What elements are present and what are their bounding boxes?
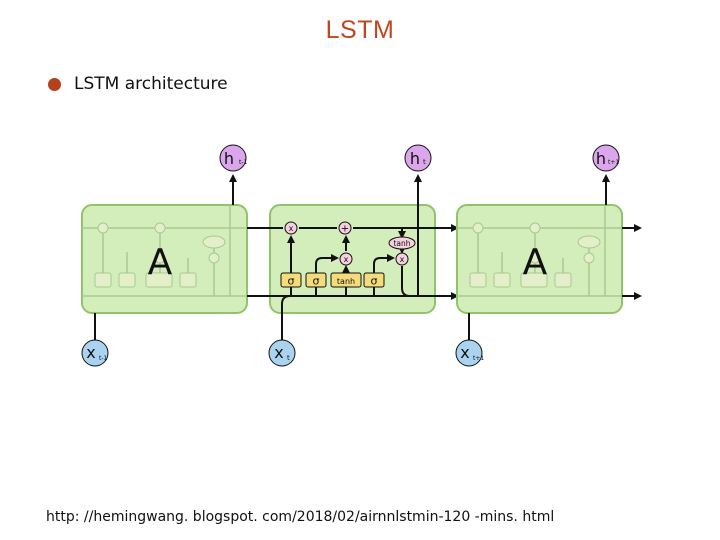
lstm-cell-left: A <box>81 204 248 314</box>
svg-text:tanh: tanh <box>337 277 355 286</box>
gate-output: σ <box>363 272 385 288</box>
svg-text:x: x <box>289 224 294 233</box>
input-node-x-current: x t <box>268 339 296 367</box>
svg-text:t: t <box>423 158 426 166</box>
gate-input: σ <box>305 272 327 288</box>
output-node-h-next: h t+1 <box>592 144 620 172</box>
svg-text:h: h <box>410 149 420 168</box>
svg-text:h: h <box>596 149 606 168</box>
svg-text:x: x <box>86 343 95 362</box>
source-link[interactable]: http: //hemingwang. blogspot. com/2018/0… <box>46 509 555 525</box>
svg-text:t-1: t-1 <box>99 355 108 362</box>
svg-text:t: t <box>287 354 290 362</box>
op-add: + <box>338 221 352 235</box>
lstm-cell-right: A <box>456 204 642 314</box>
svg-text:σ: σ <box>371 275 378 288</box>
gate-candidate: tanh <box>330 272 362 288</box>
bullet-item: LSTM architecture <box>48 74 228 94</box>
svg-text:t+1: t+1 <box>473 355 484 362</box>
output-node-h-current: h t <box>404 144 432 172</box>
output-node-h-prev: h t-1 <box>219 144 248 172</box>
lstm-cell-middle: σ σ tanh σ x + x tanh <box>247 174 459 342</box>
op-input-mult: x <box>339 252 353 266</box>
faded-gates-left <box>94 222 226 288</box>
svg-text:x: x <box>400 255 405 264</box>
svg-text:x: x <box>344 255 349 264</box>
bullet-text: LSTM architecture <box>74 74 228 94</box>
svg-text:σ: σ <box>288 275 295 288</box>
cell-label-right: A <box>523 242 548 283</box>
slide-title: LSTM <box>325 16 395 44</box>
op-output-mult: x <box>395 252 409 266</box>
op-tanh: tanh <box>388 236 416 250</box>
input-node-x-next: x t+1 <box>455 339 484 367</box>
svg-text:h: h <box>224 149 234 168</box>
input-node-x-prev: x t-1 <box>81 339 109 367</box>
svg-text:x: x <box>460 343 469 362</box>
svg-text:t+1: t+1 <box>608 159 619 166</box>
svg-text:x: x <box>274 343 283 362</box>
svg-text:tanh: tanh <box>393 239 410 248</box>
svg-text:+: + <box>341 224 349 235</box>
op-forget-mult: x <box>284 221 298 235</box>
cell-label-left: A <box>148 242 173 283</box>
gate-forget: σ <box>280 272 302 288</box>
svg-text:t-1: t-1 <box>239 159 248 166</box>
svg-text:σ: σ <box>313 275 320 288</box>
bullet-dot-icon <box>48 77 61 91</box>
